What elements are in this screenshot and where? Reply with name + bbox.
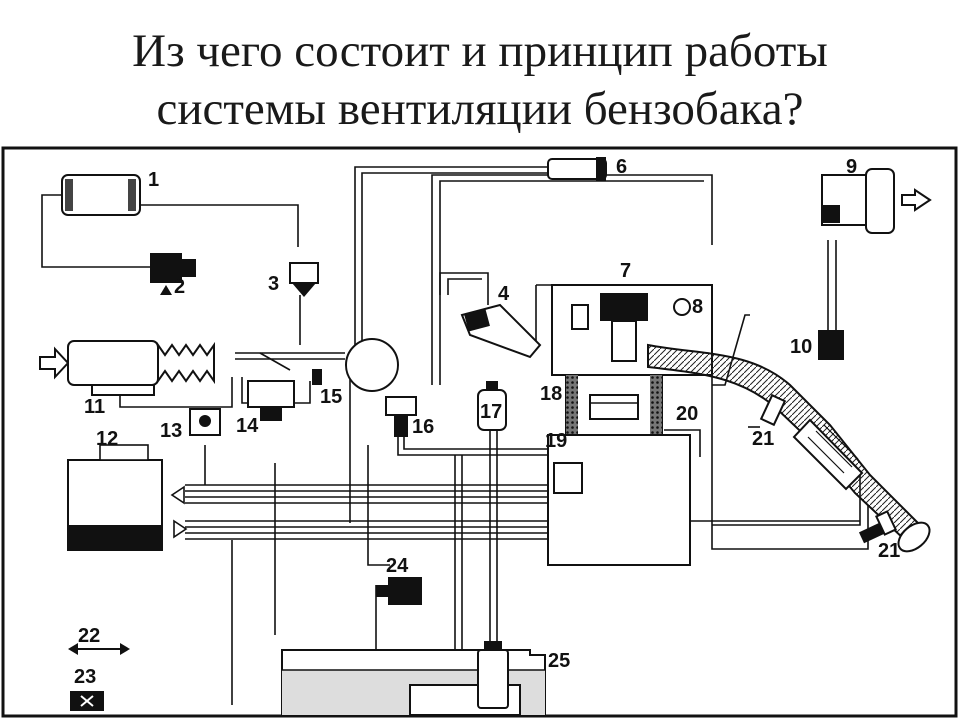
label-3: 3 (268, 273, 279, 295)
fuel-tank-25 (281, 641, 546, 716)
slide-title: Из чего состоит и принцип работы системы… (0, 22, 960, 138)
double-arrow-22 (68, 643, 130, 655)
label-16: 16 (412, 416, 434, 438)
label-19: 19 (545, 430, 567, 452)
sensor-10 (818, 330, 844, 360)
label-24: 24 (386, 555, 409, 577)
label-9: 9 (846, 156, 857, 178)
sensor-6 (547, 157, 607, 181)
symbol-23 (70, 691, 104, 711)
label-14: 14 (236, 415, 259, 437)
valve-3 (289, 262, 319, 297)
label-18: 18 (540, 383, 562, 405)
label-20: 20 (676, 403, 698, 425)
label-2: 2 (174, 276, 185, 298)
label-4: 4 (498, 283, 510, 305)
oxygen-sensor-21a (759, 393, 787, 427)
fuel-pump-relay-24 (376, 577, 422, 605)
exhaust-pipe (647, 343, 931, 553)
label-23: 23 (74, 666, 96, 688)
engine-block (547, 284, 713, 566)
throttle-body (259, 338, 399, 392)
label-12: 12 (96, 428, 118, 450)
valve-14 (247, 380, 295, 421)
label-1: 1 (148, 169, 159, 191)
airflow-meter-9 (821, 168, 932, 234)
label-21a: 21 (752, 428, 774, 450)
air-intake-11 (39, 340, 233, 408)
injector-4 (460, 303, 542, 359)
label-15: 15 (320, 386, 342, 408)
label-25: 25 (548, 650, 570, 672)
oxygen-sensor-21b (858, 510, 897, 544)
label-13: 13 (160, 420, 182, 442)
label-6: 6 (616, 156, 627, 178)
label-17: 17 (480, 401, 502, 423)
fuel-tank-ventilation-diagram: 1 2 3 4 6 7 8 9 10 11 12 13 14 15 16 17 … (0, 145, 960, 720)
valve-2 (150, 253, 196, 295)
label-11: 11 (84, 396, 105, 418)
ecu-12 (67, 444, 188, 551)
sensor-13 (189, 408, 221, 436)
title-line-1: Из чего состоит и принцип работы (132, 25, 828, 77)
label-21b: 21 (878, 540, 900, 562)
label-22: 22 (78, 625, 100, 647)
canister-1 (61, 174, 141, 216)
label-10: 10 (790, 336, 812, 358)
fuel-filter-17 (477, 381, 507, 431)
sensor-15 (312, 369, 322, 385)
label-7: 7 (620, 260, 631, 282)
label-8: 8 (692, 296, 703, 318)
regulator-16 (385, 396, 417, 437)
title-line-2: системы вентиляции бензобака? (156, 83, 804, 135)
